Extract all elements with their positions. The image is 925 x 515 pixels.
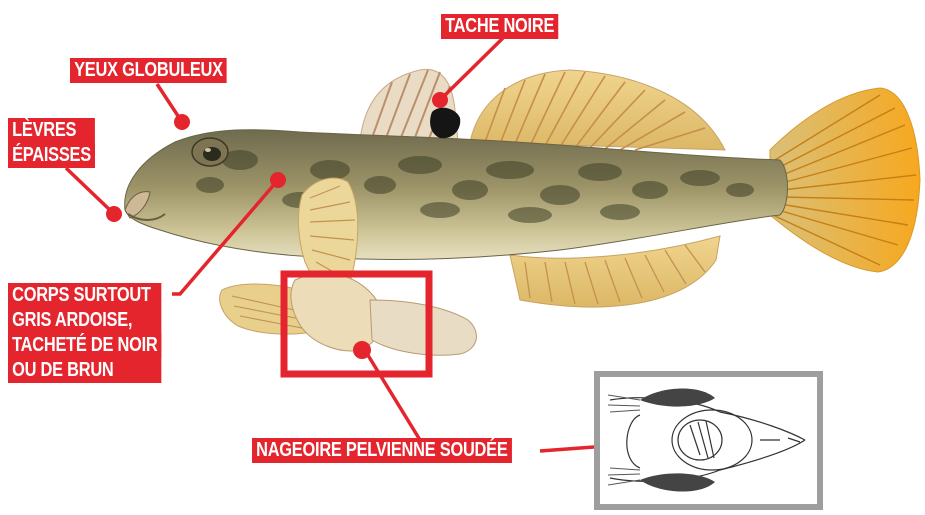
pointer-nageoire-main (366, 352, 420, 440)
label-corps-line-3: TACHETÉ DE NOIR (8, 333, 162, 358)
tail-fin (770, 88, 920, 272)
label-nageoire-pelvienne: NAGEOIRE PELVIENNE SOUDÉE (252, 438, 512, 463)
label-yeux-text: YEUX GLOBULEUX (70, 58, 227, 83)
dot-tache-noire (432, 92, 448, 108)
label-levres-epaisses: LÈVRES ÉPAISSES (8, 118, 95, 168)
label-levres-line-1: LÈVRES (8, 118, 80, 143)
label-tache-noire: TACHE NOIRE (441, 14, 558, 39)
second-dorsal-fin (470, 70, 725, 150)
dot-corps (270, 172, 286, 188)
label-corps-line-1: CORPS SURTOUT (8, 283, 155, 308)
label-tache-noire-text: TACHE NOIRE (441, 14, 558, 39)
label-yeux-globuleux: YEUX GLOBULEUX (70, 58, 227, 83)
dot-nageoire (353, 341, 371, 359)
label-corps-line-2: GRIS ARDOISE, (8, 308, 136, 333)
label-corps: CORPS SURTOUT GRIS ARDOISE, TACHETÉ DE N… (8, 283, 162, 383)
pointer-levres (66, 168, 112, 212)
dot-levres (106, 206, 122, 222)
label-levres-line-2: ÉPAISSES (8, 143, 95, 168)
label-corps-line-4: OU DE BRUN (8, 358, 118, 383)
pointer-tache-noire (440, 38, 503, 100)
pelvic-fin (291, 273, 477, 355)
dot-yeux (174, 114, 190, 130)
label-nageoire-text: NAGEOIRE PELVIENNE SOUDÉE (252, 438, 512, 463)
pelvic-inset (597, 374, 820, 507)
